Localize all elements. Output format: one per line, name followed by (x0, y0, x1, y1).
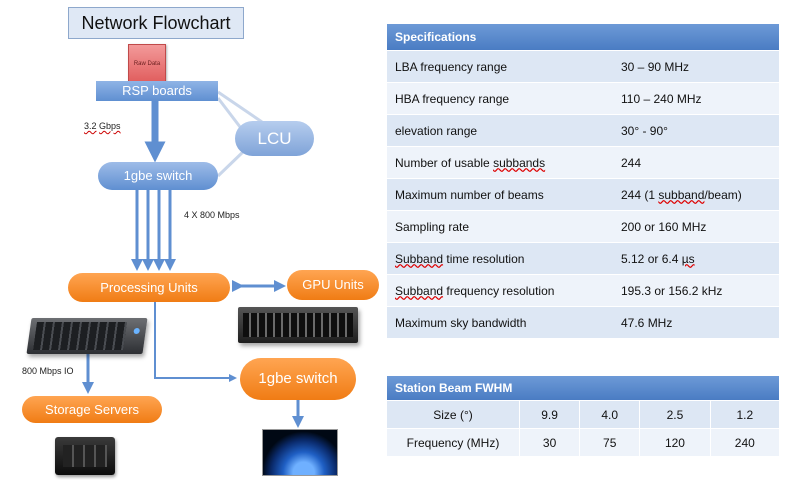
spec-label: LBA frequency range (387, 50, 613, 83)
value-pre: 244 (1 (621, 187, 659, 202)
beam-cell: 75 (579, 428, 640, 456)
flowchart-title: Network Flowchart (68, 7, 244, 39)
storage-servers-node: Storage Servers (22, 396, 162, 423)
earth-icon (262, 429, 338, 476)
label-post: frequency resolution (443, 283, 555, 298)
spec-label: Number of usable subbands (387, 146, 613, 179)
spec-value: 244 (1 subband/beam) (613, 178, 779, 211)
beam-cell: 4.0 (579, 400, 640, 429)
switch-top-node: 1gbe switch (98, 162, 218, 190)
specifications-header: Specifications (387, 24, 779, 51)
spec-value: 195.3 or 156.2 kHz (613, 274, 779, 307)
label-wavy: Subband (395, 251, 444, 266)
flowchart-connectors (82, 90, 304, 428)
rate-switch-label: 4 X 800 Mbps (184, 210, 240, 220)
rate-rsp-label: 3.2 Gbps (84, 121, 121, 131)
beam-cell: 2.5 (639, 400, 711, 429)
rate-rsp-unit: Gbps (99, 121, 121, 131)
gpu-rack-icon (238, 307, 358, 343)
server-rack-icon (26, 318, 148, 354)
spec-value: 244 (613, 146, 779, 179)
label-post: time resolution (443, 251, 525, 266)
value-wavy: subband (658, 187, 705, 202)
switch-bottom-node: 1gbe switch (240, 358, 356, 400)
beam-row-label: Size (°) (387, 400, 520, 429)
spec-label: HBA frequency range (387, 82, 613, 115)
nas-icon (55, 437, 115, 475)
beam-cell: 120 (639, 428, 711, 456)
spec-label: Maximum number of beams (387, 178, 613, 211)
spec-label: elevation range (387, 114, 613, 147)
rate-storage-label: 800 Mbps IO (22, 366, 74, 376)
spec-value: 200 or 160 MHz (613, 210, 779, 243)
spec-label: Subband time resolution (387, 242, 613, 275)
label-pre: Number of usable (395, 155, 494, 170)
spec-label: Maximum sky bandwidth (387, 306, 613, 338)
spec-label: Sampling rate (387, 210, 613, 243)
label-wavy: subbands (493, 155, 546, 170)
station-beam-header: Station Beam FWHM (387, 376, 779, 401)
beam-cell: 9.9 (518, 400, 580, 429)
spec-value: 5.12 or 6.4 µs (613, 242, 779, 275)
beam-row-label: Frequency (MHz) (387, 428, 520, 456)
spec-value: 30° - 90° (613, 114, 779, 147)
value-pre: 5.12 or 6.4 (621, 251, 682, 266)
spec-value: 110 – 240 MHz (613, 82, 779, 115)
label-wavy: Subband (395, 283, 444, 298)
beam-cell: 240 (709, 428, 779, 456)
spec-value: 30 – 90 MHz (613, 50, 779, 83)
processing-units-node: Processing Units (68, 273, 230, 302)
proc-switch2-arrow (154, 302, 237, 382)
rsp-lcu-link (217, 90, 263, 124)
raw-data-label: Raw Data (133, 60, 161, 67)
spec-label: Subband frequency resolution (387, 274, 613, 307)
beam-cell: 30 (518, 428, 580, 456)
network-flowchart: Network Flowchart Raw Data RSP boards LC… (0, 0, 385, 480)
value-wavy: µs (681, 251, 695, 266)
lcu-switch-link (216, 148, 247, 178)
gpu-units-node: GPU Units (287, 270, 379, 300)
lcu-node: LCU (235, 121, 314, 156)
value-post: /beam) (704, 187, 742, 202)
rate-rsp-value: 3.2 (84, 121, 97, 131)
rsp-boards-node: RSP boards (96, 81, 218, 101)
beam-cell: 1.2 (709, 400, 779, 429)
raw-data-icon: Raw Data (128, 44, 166, 84)
spec-value: 47.6 MHz (613, 306, 779, 338)
